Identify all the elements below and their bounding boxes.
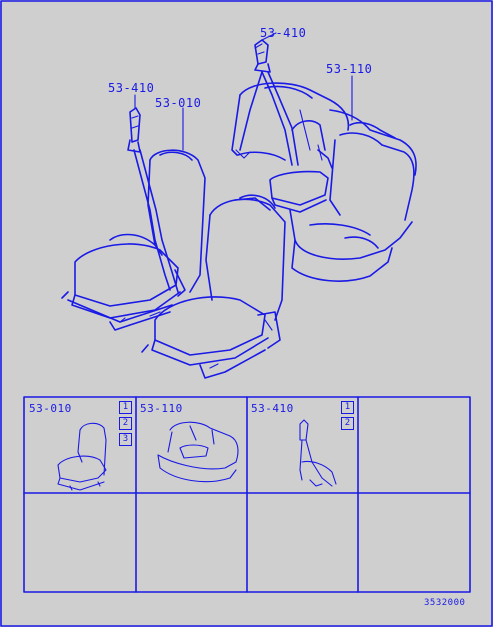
variant-badge[interactable]: 1 bbox=[341, 401, 354, 414]
thumb-seatbelt[interactable] bbox=[299, 419, 337, 487]
variant-badge[interactable]: 2 bbox=[341, 417, 354, 430]
variant-badge[interactable]: 1 bbox=[119, 401, 132, 414]
callout-rear-seat[interactable]: 53-110 bbox=[326, 62, 373, 76]
callout-front-seat[interactable]: 53-010 bbox=[155, 96, 202, 110]
table-cell-code[interactable]: 53-410 bbox=[251, 402, 294, 415]
rear-seat-drawing[interactable] bbox=[231, 82, 417, 282]
rear-seatbelt-drawing[interactable] bbox=[235, 39, 333, 169]
leader-rear-belt bbox=[261, 32, 277, 41]
callout-seatbelt-rear[interactable]: 53-410 bbox=[260, 26, 307, 40]
front-seat-right-drawing[interactable] bbox=[141, 194, 286, 379]
thumb-front-seat[interactable] bbox=[57, 422, 107, 491]
variant-badge[interactable]: 2 bbox=[119, 417, 132, 430]
index-table-grid bbox=[23, 396, 471, 593]
table-cell-code[interactable]: 53-110 bbox=[140, 402, 183, 415]
front-seatbelt-drawing[interactable] bbox=[109, 107, 179, 293]
front-seat-left-drawing[interactable] bbox=[61, 149, 206, 331]
variant-badge[interactable]: 3 bbox=[119, 433, 132, 446]
callout-seatbelt-front[interactable]: 53-410 bbox=[108, 81, 155, 95]
leader-lines bbox=[134, 32, 353, 151]
thumb-rear-seat[interactable] bbox=[157, 421, 239, 483]
table-cell-code[interactable]: 53-010 bbox=[29, 402, 72, 415]
reference-code: 3532000 bbox=[424, 598, 466, 608]
